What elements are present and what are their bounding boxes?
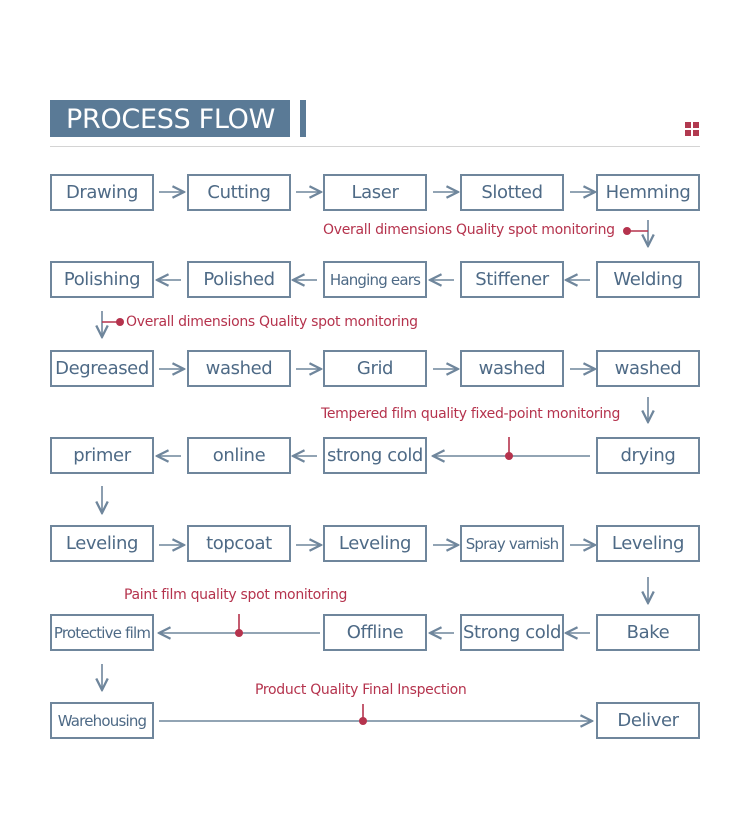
step-degreased: Degreased	[50, 350, 154, 387]
step-leveling-3: Leveling	[596, 525, 700, 562]
step-welding: Welding	[596, 261, 700, 298]
grid-icon	[685, 122, 699, 136]
step-drawing: Drawing	[50, 174, 154, 211]
step-leveling-2: Leveling	[323, 525, 427, 562]
monitor-dot	[359, 717, 367, 725]
header-divider	[50, 146, 700, 147]
monitor-dot	[505, 452, 513, 460]
step-hemming: Hemming	[596, 174, 700, 211]
step-drying: drying	[596, 437, 700, 474]
step-leveling-1: Leveling	[50, 525, 154, 562]
step-grid: Grid	[323, 350, 427, 387]
step-spray-varnish: Spray varnish	[460, 525, 564, 562]
monitoring-note-tempered-film: Tempered film quality fixed-point monito…	[321, 406, 621, 422]
title-accent-bar	[300, 100, 306, 137]
step-slotted: Slotted	[460, 174, 564, 211]
step-polished: Polished	[187, 261, 291, 298]
step-warehousing: Warehousing	[50, 702, 154, 739]
monitoring-note-paint-film: Paint film quality spot monitoring	[124, 587, 348, 603]
step-strong-cold-2: Strong cold	[460, 614, 564, 651]
monitor-dot	[623, 227, 631, 235]
step-primer: primer	[50, 437, 154, 474]
step-washed-1: washed	[187, 350, 291, 387]
step-strong-cold-1: strong cold	[323, 437, 427, 474]
step-washed-2: washed	[460, 350, 564, 387]
monitor-dot	[116, 318, 124, 326]
monitoring-note-dimensions-1: Overall dimensions Quality spot monitori…	[323, 222, 615, 238]
page-title: PROCESS FLOW	[50, 100, 290, 137]
monitoring-note-final-inspection: Product Quality Final Inspection	[255, 682, 467, 698]
step-bake: Bake	[596, 614, 700, 651]
step-laser: Laser	[323, 174, 427, 211]
step-deliver: Deliver	[596, 702, 700, 739]
step-washed-3: washed	[596, 350, 700, 387]
step-cutting: Cutting	[187, 174, 291, 211]
monitor-dot	[235, 629, 243, 637]
step-offline: Offline	[323, 614, 427, 651]
step-stiffener: Stiffener	[460, 261, 564, 298]
step-online: online	[187, 437, 291, 474]
step-polishing: Polishing	[50, 261, 154, 298]
step-hanging-ears: Hanging ears	[323, 261, 427, 298]
step-protective-film: Protective film	[50, 614, 154, 651]
step-topcoat: topcoat	[187, 525, 291, 562]
monitoring-note-dimensions-2: Overall dimensions Quality spot monitori…	[126, 314, 418, 330]
